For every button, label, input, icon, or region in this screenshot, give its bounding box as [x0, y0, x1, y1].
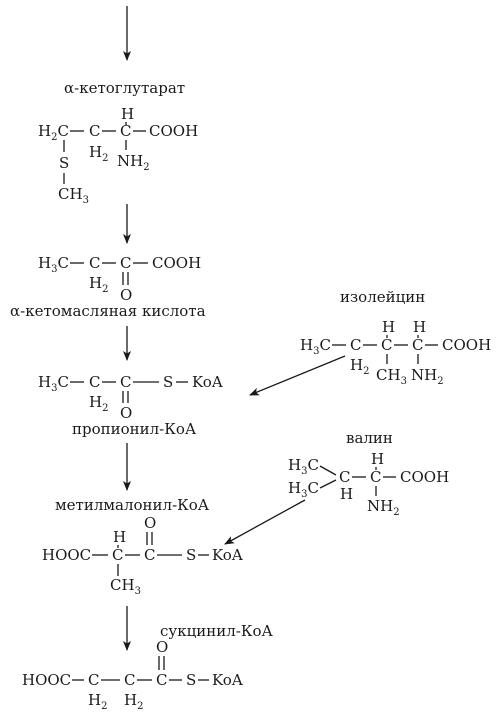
svg-text:COOH: COOH — [152, 254, 201, 272]
svg-text:COOH: COOH — [400, 468, 449, 486]
svg-text:KoA: KoA — [192, 373, 223, 391]
label-alpha-ketoglutarate: α-кетоглутарат — [64, 79, 185, 97]
svg-text:O: O — [144, 514, 156, 532]
svg-text:C: C — [89, 122, 100, 140]
svg-text:H3C: H3C — [288, 456, 319, 477]
svg-text:H3C: H3C — [288, 479, 319, 500]
structure-isoleucine: H3C C C C COOH H H H2 CH3 NH2 — [300, 318, 491, 387]
svg-text:S: S — [59, 154, 69, 172]
svg-text:C: C — [412, 336, 423, 354]
svg-text:H: H — [371, 450, 384, 468]
svg-text:O: O — [120, 286, 132, 304]
svg-text:C: C — [370, 468, 381, 486]
svg-text:C: C — [120, 122, 131, 140]
svg-text:C: C — [89, 373, 100, 391]
structure-propionyl-coa: H3C C C S KoA H2 O — [38, 373, 223, 422]
svg-text:HOOC: HOOC — [22, 671, 71, 689]
svg-text:COOH: COOH — [149, 122, 198, 140]
svg-text:HOOC: HOOC — [42, 546, 91, 564]
svg-text:KoA: KoA — [212, 546, 243, 564]
svg-text:NH2: NH2 — [117, 152, 150, 173]
structure-alpha-ketobutyrate: H3C C C COOH H2 O — [38, 254, 201, 304]
svg-text:NH2: NH2 — [411, 366, 444, 387]
svg-text:C: C — [120, 373, 131, 391]
svg-text:H2: H2 — [89, 143, 108, 164]
svg-text:C: C — [124, 671, 135, 689]
svg-text:C: C — [381, 336, 392, 354]
svg-text:S: S — [163, 373, 173, 391]
svg-text:CH3: CH3 — [58, 185, 89, 206]
svg-text:NH2: NH2 — [367, 497, 400, 518]
svg-text:C: C — [156, 671, 167, 689]
svg-text:H2C: H2C — [38, 122, 69, 143]
label-methylmalonyl-coa: метилмалонил-КоА — [55, 496, 210, 514]
svg-text:H2: H2 — [124, 691, 143, 712]
svg-text:S: S — [186, 671, 196, 689]
label-alpha-ketobutyric-acid: α-кетомасляная кислота — [10, 302, 206, 320]
svg-text:O: O — [156, 638, 168, 656]
structure-methionine: H2C C C COOH H H2 NH2 S CH3 — [38, 105, 198, 206]
svg-text:S: S — [186, 546, 196, 564]
svg-text:C: C — [339, 468, 350, 486]
svg-text:KoA: KoA — [212, 671, 243, 689]
svg-text:H3C: H3C — [300, 336, 331, 357]
label-succinyl-coa: сукцинил-КоА — [160, 622, 273, 640]
arrow-valine-to-methylmalonyl — [224, 499, 306, 545]
svg-text:C: C — [144, 546, 155, 564]
label-valine: валин — [346, 429, 393, 447]
svg-text:H3C: H3C — [38, 254, 69, 275]
structure-valine: H3C H3C C C COOH H H NH2 — [288, 450, 449, 518]
svg-text:H: H — [121, 105, 134, 123]
svg-text:H: H — [340, 485, 353, 503]
label-isoleucine: изолейцин — [340, 288, 425, 306]
svg-text:CH3: CH3 — [376, 366, 407, 387]
svg-text:C: C — [112, 546, 123, 564]
svg-text:H2: H2 — [88, 691, 107, 712]
svg-text:COOH: COOH — [442, 336, 491, 354]
svg-text:H: H — [413, 318, 426, 336]
svg-text:H: H — [382, 318, 395, 336]
structure-methylmalonyl-coa: HOOC C C S KoA H O CH3 — [42, 514, 243, 597]
svg-text:O: O — [120, 404, 132, 422]
svg-text:H3C: H3C — [38, 373, 69, 394]
svg-text:C: C — [89, 254, 100, 272]
svg-text:C: C — [350, 336, 361, 354]
svg-text:H2: H2 — [89, 274, 108, 295]
svg-text:C: C — [120, 254, 131, 272]
label-propionyl-coa: пропионил-КоА — [72, 420, 197, 438]
svg-text:H2: H2 — [350, 356, 369, 377]
arrow-isoleucine-to-propionyl — [249, 355, 346, 396]
svg-text:H: H — [113, 528, 126, 546]
svg-text:CH3: CH3 — [110, 576, 141, 597]
svg-text:H2: H2 — [89, 393, 108, 414]
structure-succinyl-coa: HOOC C C C S KoA H2 H2 O — [22, 638, 243, 712]
svg-text:C: C — [88, 671, 99, 689]
